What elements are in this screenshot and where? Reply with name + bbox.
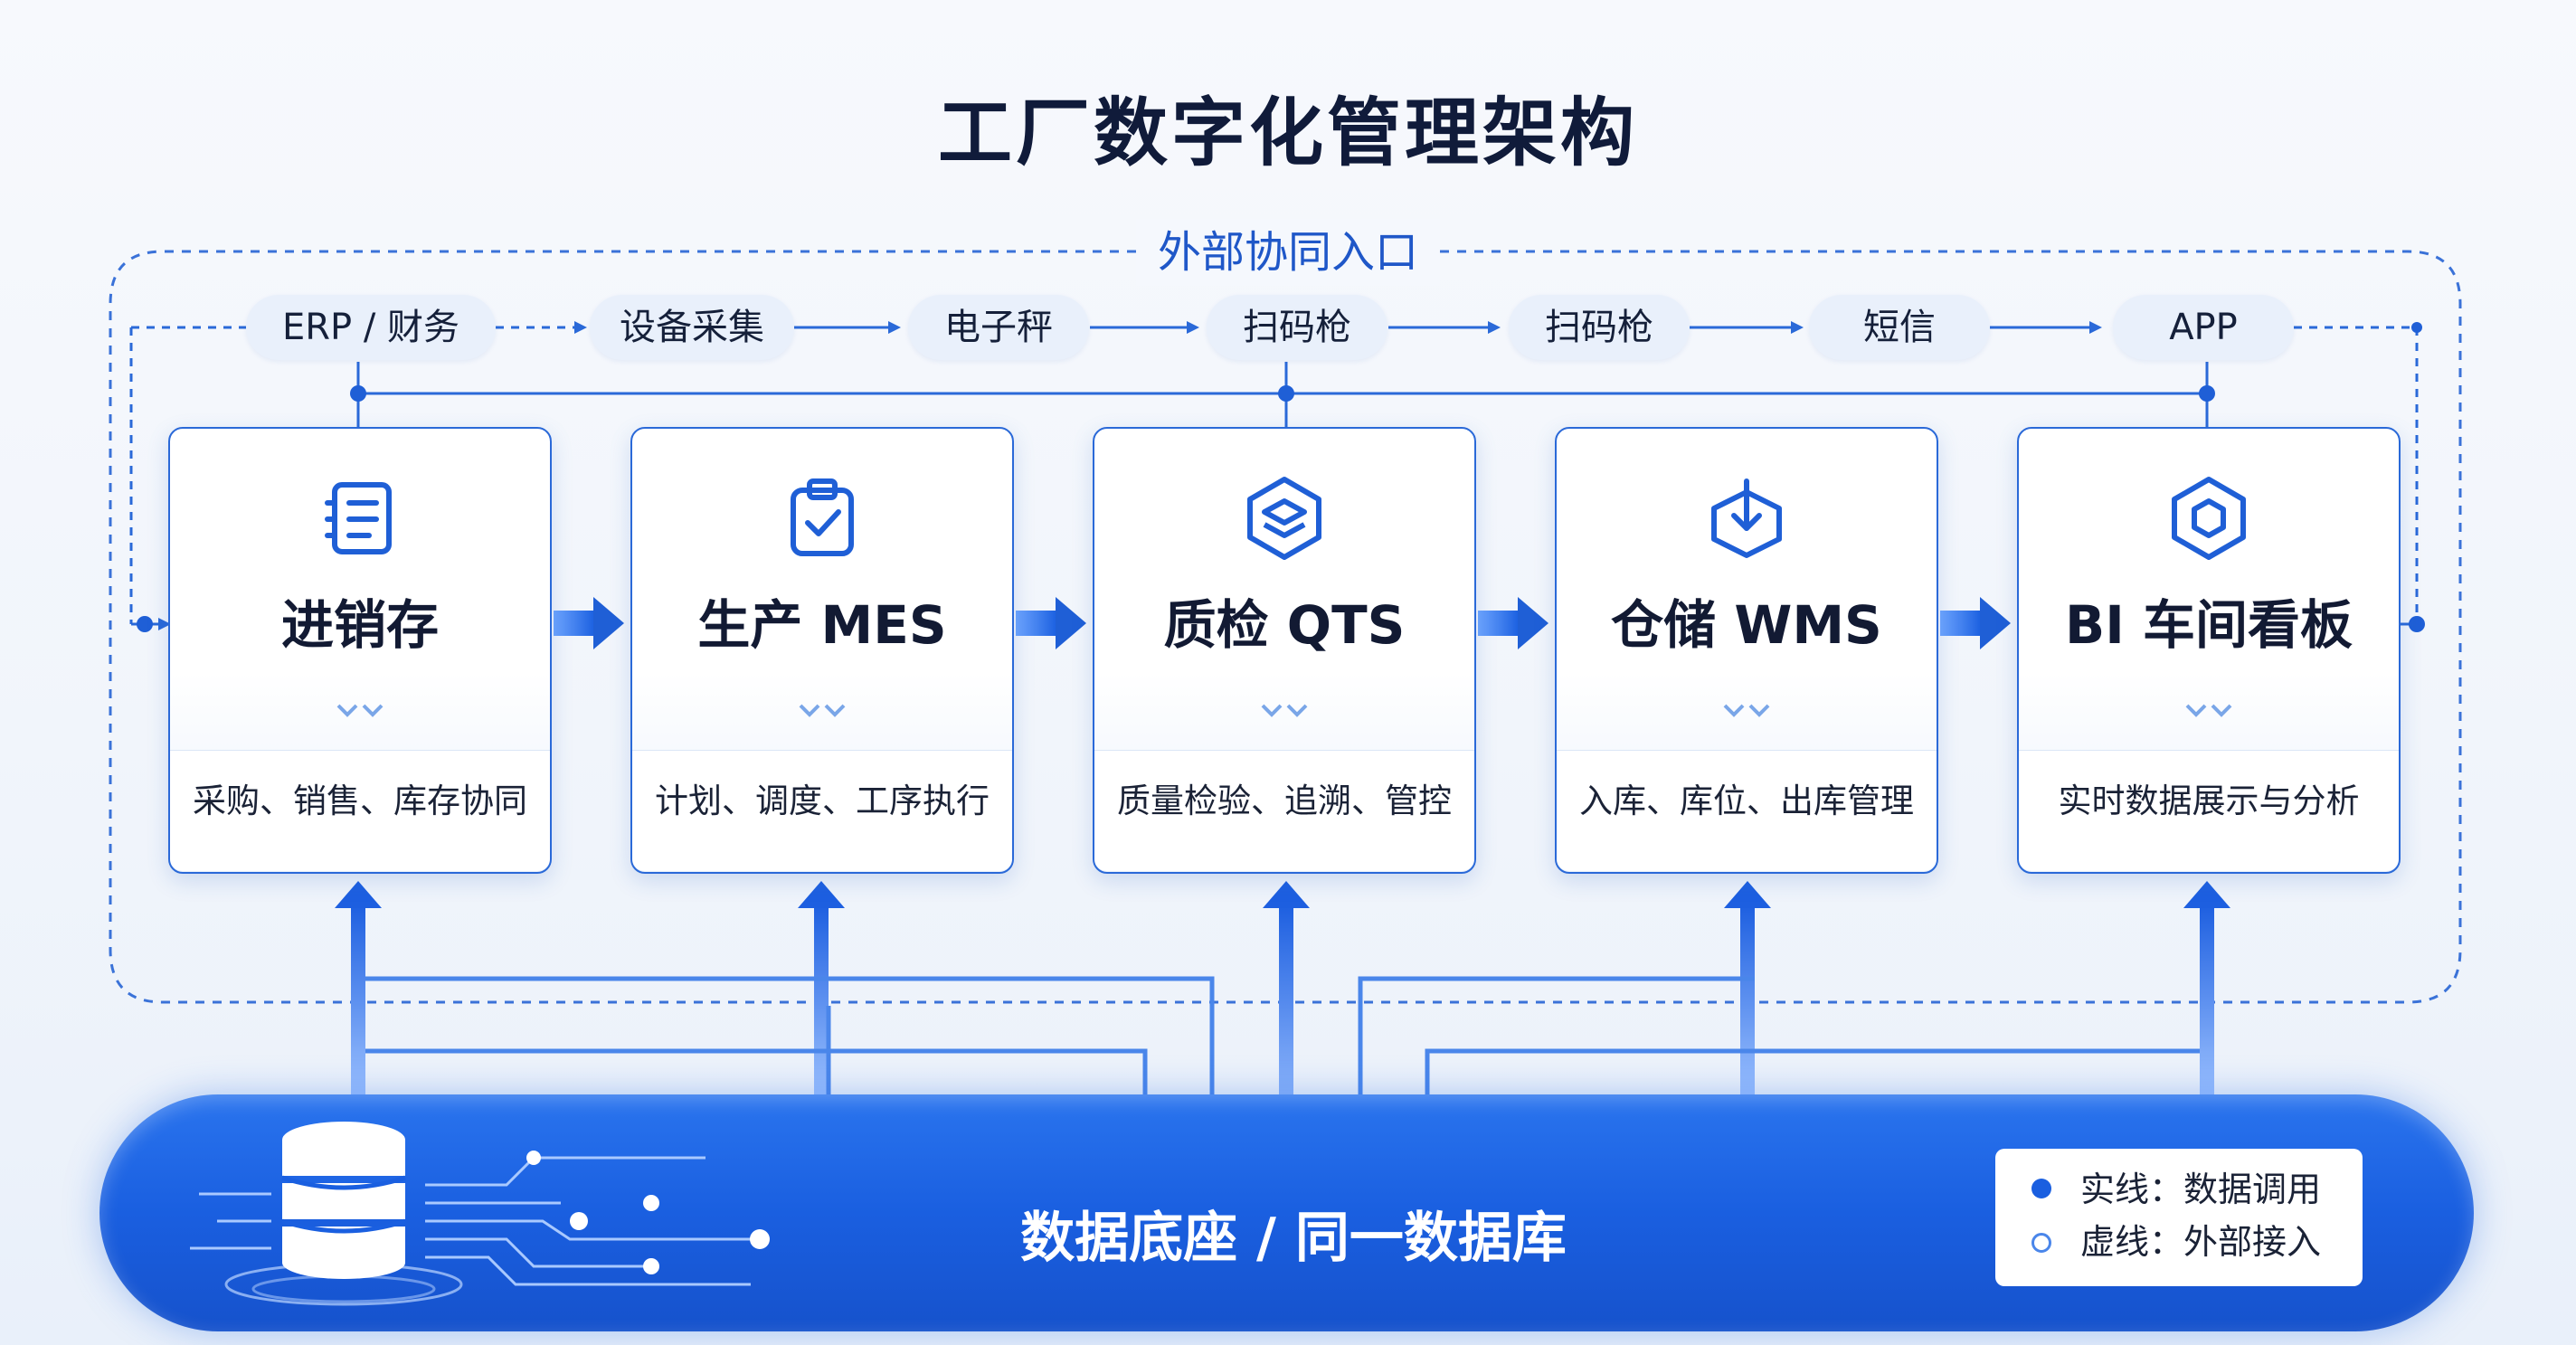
layers-hexagon-icon [1247,477,1321,560]
module-name: 生产 MES [697,594,947,656]
legend-dashed: 虚线：外部接入 [2080,1222,2322,1262]
module-card-bi[interactable]: BI 车间看板 实时数据展示与分析 [2017,427,2401,874]
source-pill-scanner-1: 扫码枪 [1207,295,1387,360]
chevron-down-icon [1723,704,1770,717]
module-name: BI 车间看板 [2065,594,2353,656]
module-card-wms[interactable]: 仓储 WMS 入库、库位、出库管理 [1555,427,1938,874]
module-card-inventory[interactable]: 进销存 采购、销售、库存协同 [168,427,552,874]
legend: 实线：数据调用 虚线：外部接入 [1995,1149,2363,1286]
source-pill-erp: ERP / 财务 [246,295,496,360]
module-card-qts[interactable]: 质检 QTS 质量检验、追溯、管控 [1093,427,1476,874]
module-desc: 采购、销售、库存协同 [170,750,550,871]
source-pill-scale: 电子秤 [908,295,1089,360]
page-title: 工厂数字化管理架构 [937,90,1638,176]
database-icon [190,1122,770,1306]
module-name: 进销存 [280,594,439,656]
download-box-icon [1711,478,1782,558]
source-pill-sms: 短信 [1809,295,1990,360]
module-desc: 实时数据展示与分析 [2019,750,2399,871]
solid-dot-icon [2031,1179,2051,1198]
source-pill-app: APP [2113,295,2294,360]
module-name: 仓储 WMS [1611,594,1882,656]
legend-solid: 实线：数据调用 [2080,1170,2322,1209]
hollow-dot-icon [2031,1233,2051,1253]
module-desc: 计划、调度、工序执行 [632,750,1012,871]
list-document-icon [325,482,392,554]
source-pill-scanner-2: 扫码枪 [1509,295,1690,360]
source-pill-equipment: 设备采集 [590,295,794,360]
chevron-down-icon [2185,704,2232,717]
data-base-label: 数据底座 / 同一数据库 [1020,1207,1567,1270]
clipboard-check-icon [791,478,854,556]
chevron-down-icon [1261,704,1308,717]
module-name: 质检 QTS [1163,594,1406,656]
module-desc: 入库、库位、出库管理 [1557,750,1937,871]
chevron-down-icon [336,704,384,717]
module-card-mes[interactable]: 生产 MES 计划、调度、工序执行 [630,427,1014,874]
module-desc: 质量检验、追溯、管控 [1094,750,1474,871]
hexagon-nut-icon [2172,477,2246,560]
external-entry-label: 外部协同入口 [1136,219,1440,286]
chevron-down-icon [799,704,846,717]
